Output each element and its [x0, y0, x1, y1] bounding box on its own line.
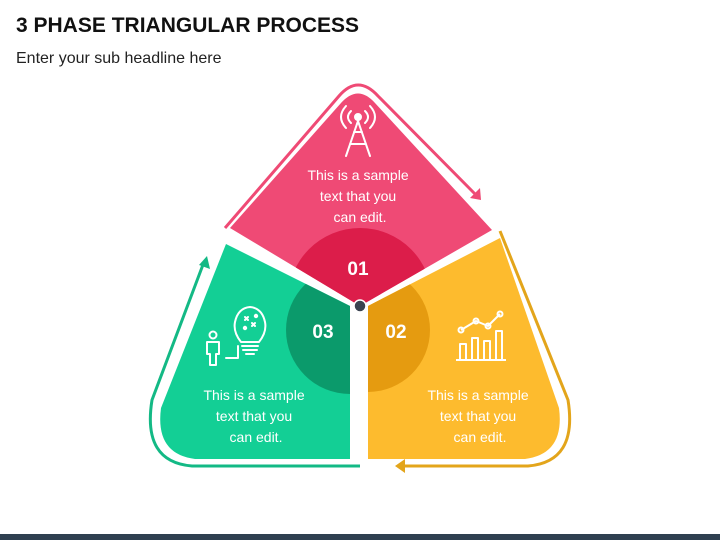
- phase-3-number: 03: [312, 322, 333, 343]
- phase-2-text-line-1: This is a sample: [427, 387, 528, 403]
- phase-1-text-line-3: can edit.: [334, 209, 387, 225]
- antenna-tower-icon: [340, 105, 376, 157]
- bar-chart-trend-icon: [456, 310, 506, 361]
- phase-3-number-circle: [286, 266, 350, 394]
- phase-1-text-line-1: This is a sample: [307, 167, 408, 183]
- phase-2-outline-arrow: [395, 230, 572, 473]
- phase-1-text: This is a sample text that you can edit.: [307, 167, 412, 225]
- person-lightbulb-idea-icon: [206, 306, 267, 366]
- phase-2-text: This is a sample text that you can edit.: [427, 387, 532, 445]
- phase-3-text-line-1: This is a sample: [203, 387, 304, 403]
- phase-2-number-circle: [368, 268, 430, 392]
- page-subtitle: Enter your sub headline here: [16, 50, 222, 67]
- bottom-bar: [0, 534, 720, 540]
- phase-3-text: This is a sample text that you can edit.: [203, 387, 308, 445]
- center-hub-dot: [353, 299, 367, 313]
- phase-1-text-line-2: text that you: [320, 188, 396, 204]
- phase-2-text-line-3: can edit.: [454, 429, 507, 445]
- phase-3-segment: 03 This is a sample text that you can ed…: [160, 244, 350, 459]
- phase-1-shape: [230, 93, 492, 306]
- phase-3-text-line-3: can edit.: [230, 429, 283, 445]
- phase-3-outline-arrow: [148, 256, 360, 468]
- phase-2-segment: 02 This is a sample text that you can ed…: [368, 238, 560, 459]
- phase-3-text-line-2: text that you: [216, 408, 292, 424]
- phase-2-text-line-2: text that you: [440, 408, 516, 424]
- page-title: 3 PHASE TRIANGULAR PROCESS: [16, 14, 360, 37]
- phase-2-number: 02: [385, 322, 406, 343]
- phase-1-outline-arrow: [223, 83, 481, 229]
- phase-1-number: 01: [347, 259, 369, 280]
